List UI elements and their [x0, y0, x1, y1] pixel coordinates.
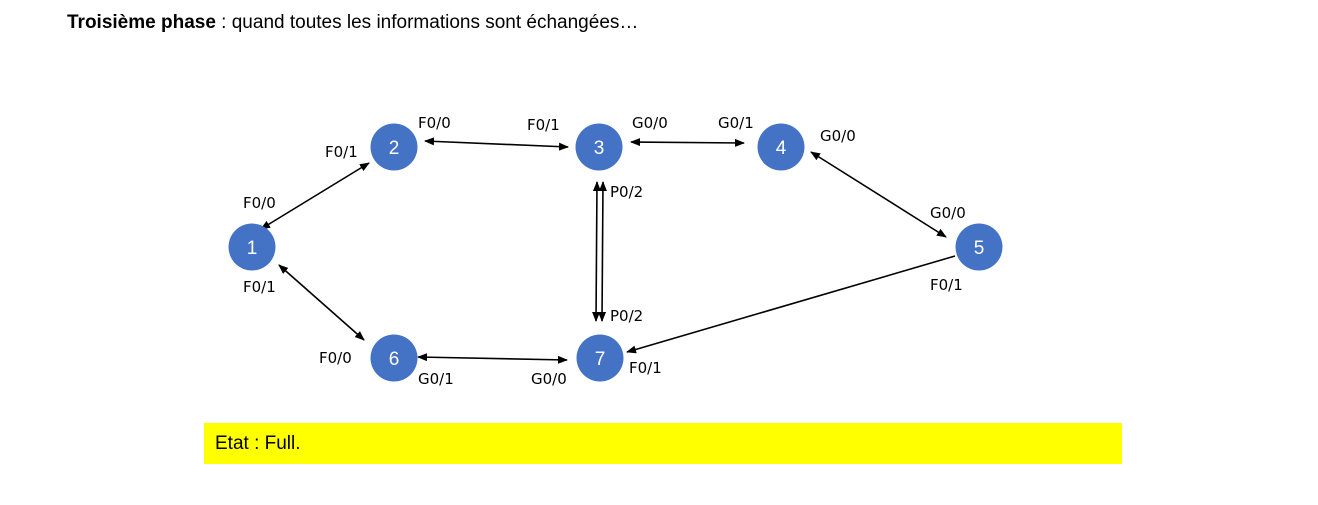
router-node-4: 4 — [757, 123, 805, 171]
svg-text:3: 3 — [594, 138, 605, 159]
router-node-2: 2 — [370, 123, 418, 171]
link-6-7 — [417, 353, 568, 364]
link-4-5 — [810, 151, 947, 238]
port-label-1-f00: F0/0 — [243, 194, 276, 212]
router-node-5: 5 — [955, 223, 1003, 271]
port-label-5-f01: F0/1 — [930, 276, 963, 294]
router-node-3: 3 — [575, 123, 623, 171]
port-label-7-p02: P0/2 — [610, 307, 643, 325]
router-node-1: 1 — [228, 223, 276, 271]
page-heading: Troisième phase : quand toutes les infor… — [67, 12, 638, 34]
port-label-2-f01: F0/1 — [325, 143, 358, 161]
port-label-5-g00: G0/0 — [930, 204, 966, 222]
port-label-1-f01: F0/1 — [243, 278, 276, 296]
link-1-2 — [260, 162, 370, 230]
status-text: Etat : Full. — [215, 433, 301, 454]
port-label-6-f00: F0/0 — [319, 349, 352, 367]
port-label-7-g00: G0/0 — [531, 370, 567, 388]
svg-text:1: 1 — [247, 238, 258, 259]
port-label-2-f00: F0/0 — [418, 114, 451, 132]
status-banner: Etat : Full. — [204, 423, 1122, 464]
svg-text:6: 6 — [389, 349, 400, 370]
port-label-7-f01: F0/1 — [629, 359, 662, 377]
link-1-6 — [278, 264, 365, 341]
svg-text:7: 7 — [595, 349, 606, 370]
port-label-4-g01: G0/1 — [718, 114, 754, 132]
heading-rest: : quand toutes les informations sont éch… — [215, 12, 639, 33]
port-label-6-g01: G0/1 — [418, 370, 454, 388]
port-label-3-p02: P0/2 — [610, 183, 643, 201]
link-3-7-b — [598, 181, 607, 322]
link-3-4 — [630, 138, 745, 147]
heading-bold: Troisième phase — [67, 12, 216, 33]
link-5-7 — [626, 255, 956, 354]
svg-text:2: 2 — [389, 138, 400, 159]
router-node-7: 7 — [576, 334, 624, 382]
port-label-4-g00: G0/0 — [820, 127, 856, 145]
svg-text:5: 5 — [974, 238, 985, 259]
link-2-3 — [424, 137, 569, 151]
port-label-3-g00: G0/0 — [632, 114, 668, 132]
router-node-6: 6 — [370, 334, 418, 382]
port-label-3-f01: F0/1 — [527, 116, 560, 134]
svg-text:4: 4 — [776, 138, 787, 159]
link-3-7-a — [592, 181, 601, 322]
